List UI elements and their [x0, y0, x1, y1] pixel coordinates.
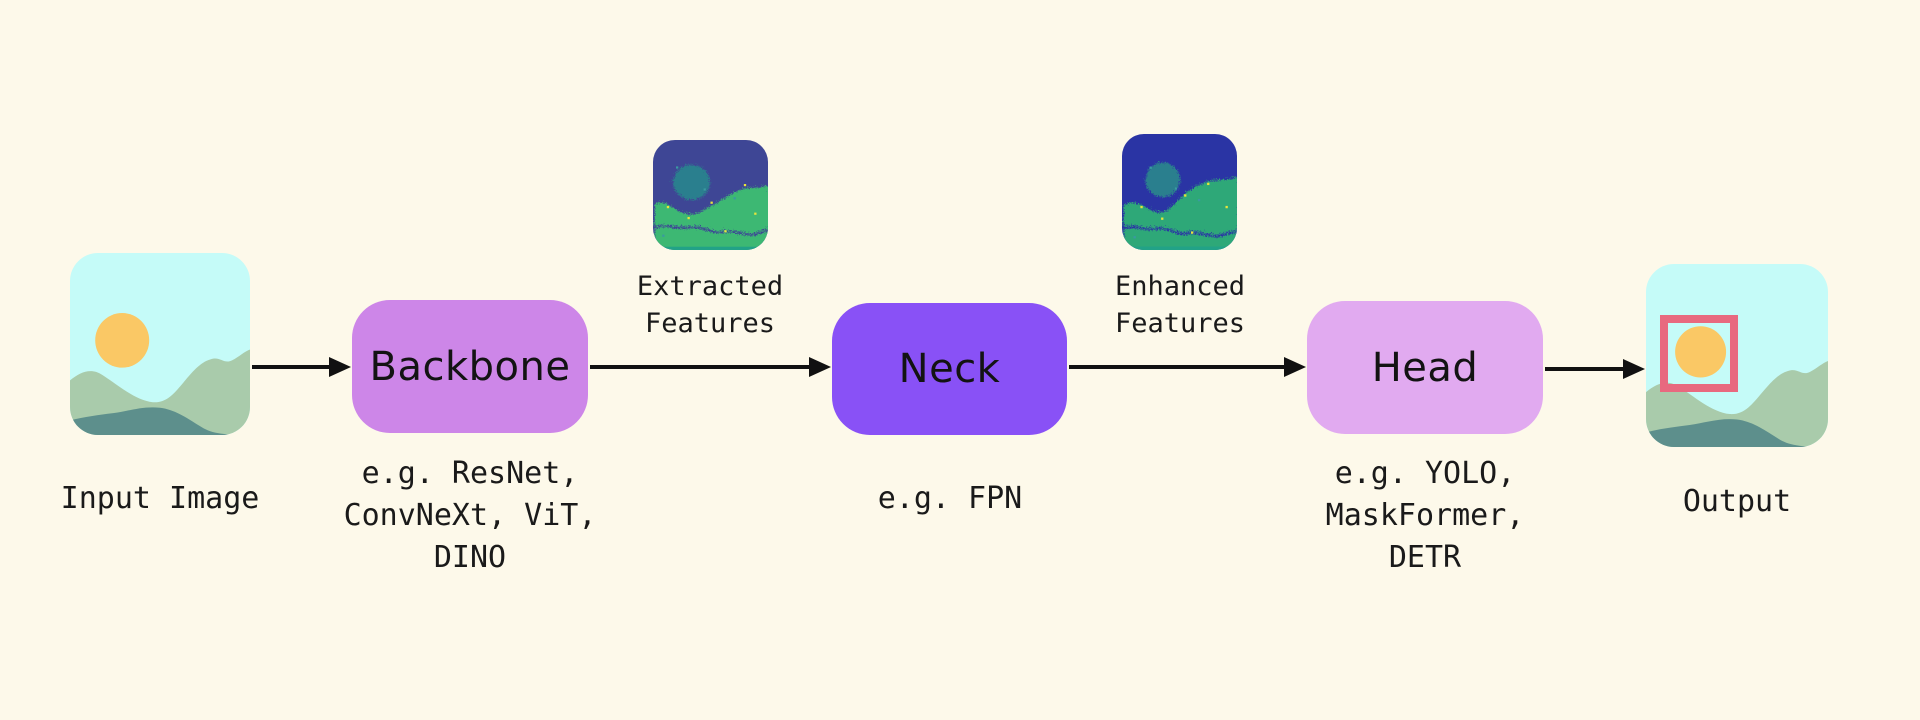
neck-title: Neck [898, 346, 1001, 392]
head-examples: e.g. YOLO, MaskFormer, DETR [1275, 453, 1575, 579]
head-example-line: DETR [1388, 540, 1462, 575]
backbone-node: Backbone [352, 300, 588, 433]
input-image-label: Input Image [60, 481, 260, 516]
arrow-backbone-to-neck [590, 357, 831, 377]
input-image-icon [70, 253, 250, 435]
extracted-features-icon [653, 140, 768, 250]
head-example-line: e.g. YOLO, [1334, 456, 1516, 491]
noise-speckles [662, 166, 757, 237]
enhanced-features-icon [1122, 134, 1237, 250]
noise-speckles [1133, 166, 1228, 239]
extracted-features-label: Extracted Features [636, 271, 784, 339]
output-label: Output [1682, 484, 1792, 519]
head-example-line: MaskFormer, [1325, 498, 1525, 533]
backbone-examples: e.g. ResNet, ConvNeXt, ViT, DINO [320, 453, 620, 579]
neck-node: Neck [832, 303, 1067, 435]
head-node: Head [1307, 301, 1543, 434]
neck-examples: e.g. FPN [800, 478, 1100, 520]
backbone-title: Backbone [369, 343, 571, 390]
neck-example-line: e.g. FPN [877, 481, 1023, 516]
head-title: Head [1371, 344, 1479, 391]
backbone-example-line: DINO [433, 540, 507, 575]
backbone-example-line: ConvNeXt, ViT, [343, 498, 597, 533]
arrow-neck-to-head [1069, 357, 1306, 377]
arrow-head-to-output [1545, 359, 1645, 379]
output-image-icon [1646, 264, 1828, 447]
arrow-input-to-backbone [252, 357, 351, 377]
backbone-example-line: e.g. ResNet, [361, 456, 579, 491]
enhanced-features-label: Enhanced Features [1114, 271, 1246, 339]
detection-bounding-box [1660, 315, 1738, 392]
